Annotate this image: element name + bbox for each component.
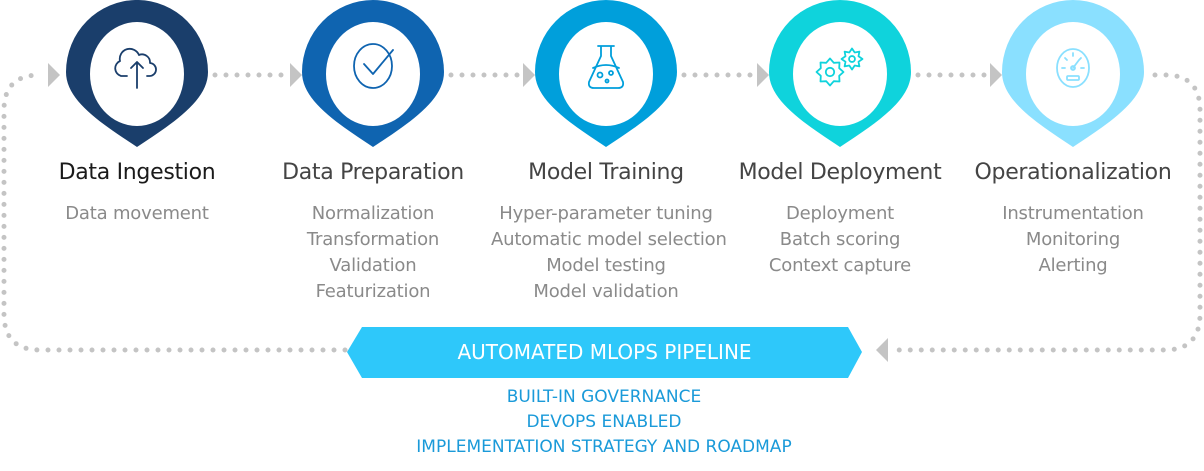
footer-line: IMPLEMENTATION STRATEGY AND ROADMAP (416, 437, 792, 457)
stage-pin (535, 0, 677, 147)
stage-item: Hyper-parameter tuning (499, 203, 713, 224)
stage-item: Transformation (306, 229, 440, 250)
stage-title: Operationalization (974, 160, 1172, 185)
loop-connector-left (1, 72, 348, 353)
footer-notes: BUILT-IN GOVERNANCE DEVOPS ENABLED IMPLE… (300, 385, 908, 460)
stage-item: Featurization (315, 281, 431, 302)
pipeline-banner (347, 327, 862, 378)
stage-item: Validation (329, 255, 417, 276)
pin-inner-circle (1026, 22, 1120, 126)
pin-inner-circle (559, 22, 653, 126)
stage-item: Alerting (1038, 255, 1108, 276)
stage-item: Automatic model selection (491, 229, 727, 250)
stage-item: Normalization (311, 203, 435, 224)
arrow-right-icon (48, 63, 60, 87)
check-circle-icon (353, 43, 394, 89)
gears-icon (815, 47, 864, 87)
stage-title: Model Deployment (738, 160, 942, 185)
stage-pin (769, 0, 911, 147)
stage-pin (1002, 0, 1144, 147)
stage-item: Model validation (533, 281, 679, 302)
cloud-upload-icon (114, 47, 157, 89)
stage-title: Model Training (528, 160, 684, 185)
stage-title: Data Preparation (282, 160, 464, 185)
banner-label: AUTOMATED MLOPS PIPELINE (457, 340, 752, 364)
stage-item: Deployment (785, 203, 895, 224)
speedometer-icon (1056, 48, 1090, 88)
stage-item: Data movement (65, 203, 209, 224)
arrow-right-icon (523, 63, 535, 87)
stage-item: Monitoring (1025, 229, 1121, 250)
stage-pin (66, 0, 208, 147)
flask-icon (587, 45, 625, 89)
stage-item: Instrumentation (1002, 203, 1144, 224)
arrow-right-icon (990, 63, 1002, 87)
stage-item: Model testing (546, 255, 666, 276)
arrow-right-icon (757, 63, 769, 87)
stage-pin (302, 0, 444, 147)
footer-line: DEVOPS ENABLED (526, 412, 682, 432)
stage-item: Batch scoring (779, 229, 901, 250)
arrow-right-icon (290, 63, 302, 87)
stage-title: Data Ingestion (58, 160, 216, 185)
arrow-left-icon (876, 338, 888, 362)
stage-item: Context capture (768, 255, 912, 276)
footer-line: BUILT-IN GOVERNANCE (506, 387, 702, 407)
